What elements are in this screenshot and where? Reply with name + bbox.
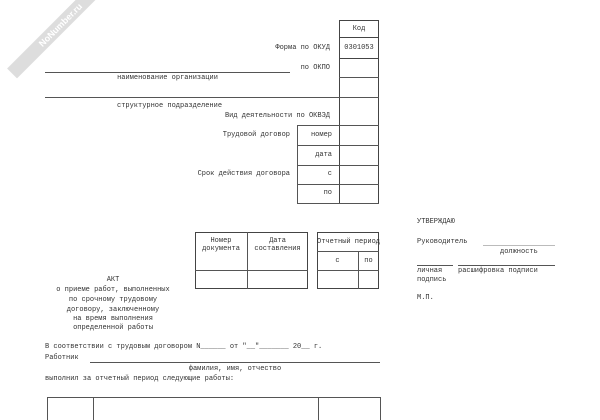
act-title-2: о приеме работ, выполненных bbox=[56, 286, 170, 294]
number-label: номер bbox=[310, 131, 332, 139]
okved-label: Вид деятельности по ОКВЭД bbox=[224, 112, 330, 120]
doc-number-date-table bbox=[195, 232, 308, 289]
doc-date-header-2: составления bbox=[254, 245, 301, 253]
works-intro: выполнил за отчетный период следующие ра… bbox=[45, 375, 235, 383]
contract-reference-line: В соответствии с трудовым договором N___… bbox=[45, 343, 323, 351]
okud-label: Форма по ОКУД bbox=[275, 44, 330, 52]
watermark: NoNumber.ru bbox=[7, 0, 114, 79]
division-line bbox=[45, 97, 339, 98]
okud-code: 0301053 bbox=[344, 44, 374, 52]
stamp-label: М.П. bbox=[417, 294, 434, 302]
works-table-top bbox=[47, 397, 380, 398]
org-name-line bbox=[45, 72, 290, 73]
okpo-label: по ОКПО bbox=[300, 64, 330, 72]
fio-caption: фамилия, имя, отчество bbox=[188, 365, 282, 373]
approval-title: УТВЕРЖДАЮ bbox=[417, 218, 455, 226]
act-title-6: определенной работы bbox=[73, 324, 153, 332]
term-label: Срок действия договора bbox=[197, 170, 290, 178]
worker-label: Работник bbox=[45, 354, 79, 362]
period-table bbox=[317, 232, 379, 289]
term-to-label: по bbox=[323, 189, 332, 197]
division-caption: структурное подразделение bbox=[117, 102, 223, 110]
period-header: Отчетный период bbox=[317, 238, 381, 246]
act-title-1: АКТ bbox=[106, 276, 120, 284]
doc-date-header-1: Дата bbox=[269, 237, 286, 245]
worker-name-line bbox=[90, 362, 380, 363]
act-title-5: на время выполнения bbox=[73, 315, 153, 323]
decoding-caption: расшифровка подписи bbox=[458, 267, 538, 275]
contract-label: Трудовой договор bbox=[222, 131, 290, 139]
position-caption: должность bbox=[500, 248, 538, 256]
period-to: по bbox=[364, 257, 373, 265]
term-from-label: с bbox=[327, 170, 332, 178]
doc-number-header-1: Номер bbox=[210, 237, 232, 245]
doc-number-header-2: документа bbox=[202, 245, 240, 253]
org-caption: наименование организации bbox=[117, 74, 218, 82]
signature-caption-2: подпись bbox=[417, 276, 447, 284]
act-title-4: договору, заключенному bbox=[66, 306, 160, 314]
act-title-3: по срочному трудовому bbox=[68, 296, 158, 304]
code-label: Код bbox=[352, 25, 366, 33]
head-label: Руководитель bbox=[417, 238, 468, 246]
period-from: с bbox=[335, 257, 340, 265]
date-label: дата bbox=[315, 151, 332, 159]
signature-caption-1: личная bbox=[417, 267, 443, 275]
